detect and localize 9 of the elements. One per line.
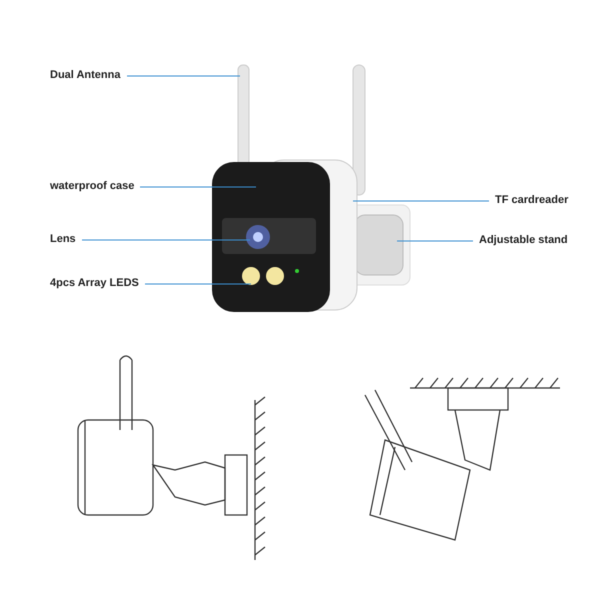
callout-label: waterproof case [50, 180, 134, 193]
callout-label: Adjustable stand [479, 234, 568, 247]
leader-line [140, 186, 256, 188]
callout-label: TF cardreader [495, 194, 568, 207]
callout-label: 4pcs Array LEDS [50, 277, 139, 290]
callout-label: Lens [50, 233, 76, 246]
leader-line [396, 240, 474, 242]
leader-line [352, 200, 490, 202]
callout-label: Dual Antenna [50, 69, 120, 82]
